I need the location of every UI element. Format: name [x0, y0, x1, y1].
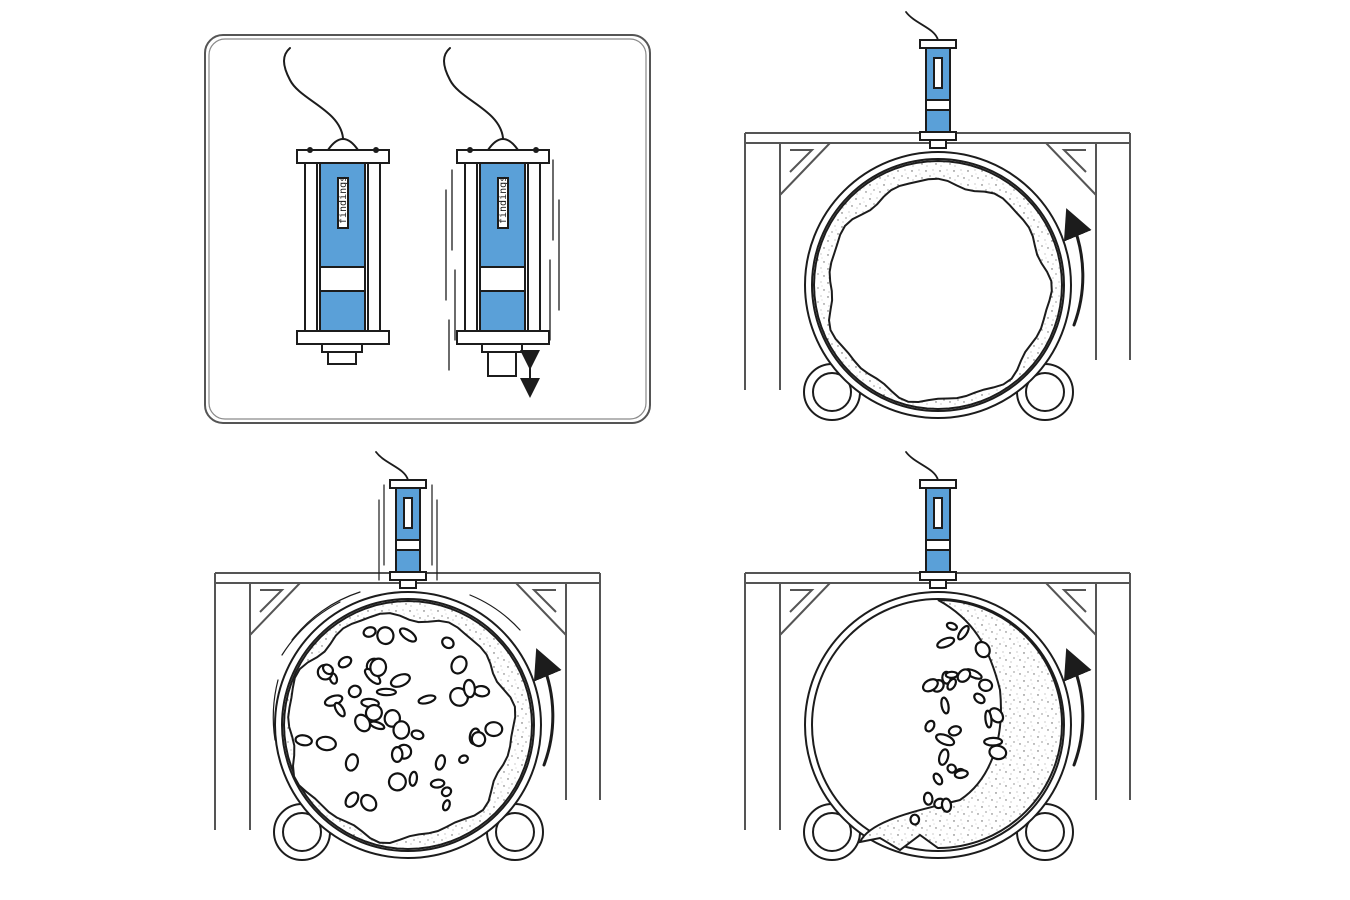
chunk: [935, 733, 956, 747]
chunk: [398, 627, 418, 643]
cable-icon: [375, 451, 409, 481]
vibrator-active: findings: [443, 47, 560, 398]
chunk: [347, 684, 362, 699]
drum-stage-2: [214, 451, 601, 861]
chunk: [441, 799, 451, 812]
chunk: [294, 734, 313, 747]
inset-border: [204, 34, 651, 424]
material-buildup: [812, 159, 1064, 411]
device-brand-label: findings: [338, 176, 349, 224]
chunk: [945, 621, 958, 631]
curved-arrow-icon: [1063, 208, 1092, 327]
vibrator-mounted: [905, 451, 957, 589]
chunk: [909, 813, 921, 826]
chunk: [337, 655, 353, 669]
chunk: [973, 692, 986, 705]
chunk: [937, 748, 950, 766]
chunk: [936, 636, 956, 649]
chunk: [922, 791, 934, 806]
loosened-chunks: [294, 626, 504, 812]
chunk: [321, 663, 335, 676]
drum-stage-1: [744, 11, 1131, 421]
loosened-chunks: [909, 621, 1008, 826]
chunk: [434, 754, 447, 771]
chunk: [360, 793, 378, 812]
chunk: [429, 778, 446, 789]
drum-stage-3: [744, 451, 1131, 861]
curved-arrow-icon: [1063, 648, 1092, 767]
chunk: [974, 640, 991, 659]
chunk: [408, 770, 419, 787]
chunk: [940, 696, 950, 715]
chunk: [364, 703, 383, 722]
chunk: [978, 678, 994, 692]
chunk: [924, 719, 936, 733]
chunk: [983, 736, 1004, 747]
cable-icon: [443, 47, 504, 139]
chunk: [389, 673, 411, 688]
chunk: [375, 687, 397, 697]
chunk: [390, 746, 404, 763]
chunk: [315, 735, 337, 752]
chunk: [932, 772, 944, 786]
chunk: [944, 670, 959, 679]
chunk: [473, 684, 491, 698]
chunk: [440, 786, 453, 798]
curved-arrow-icon: [533, 648, 562, 767]
chunk: [333, 701, 346, 718]
chunk: [940, 797, 953, 813]
material-buildup: [858, 599, 1063, 852]
chunk: [369, 720, 386, 731]
vibrator-idle: findings: [283, 47, 390, 365]
chunk: [953, 769, 969, 780]
chunk: [417, 694, 437, 705]
vibration-lines: [445, 159, 560, 371]
chunk: [957, 624, 970, 641]
chunk: [484, 721, 504, 738]
chunk: [984, 709, 993, 729]
chunk: [387, 772, 407, 792]
vibrator-mounted: [905, 11, 957, 149]
chunk: [946, 763, 957, 774]
chunk: [921, 678, 939, 693]
chunk: [376, 626, 395, 646]
cable-icon: [905, 451, 939, 481]
chunk: [392, 720, 411, 740]
inset-panel: findings findings: [204, 34, 651, 424]
chunk: [369, 657, 388, 678]
chunk: [470, 731, 487, 748]
chunk: [458, 754, 469, 765]
vibrator-mounted: [375, 451, 438, 589]
chunk: [344, 791, 360, 809]
chunk: [441, 636, 455, 650]
cable-icon: [905, 11, 939, 41]
chunk: [988, 744, 1008, 761]
chunk: [947, 725, 962, 737]
chunk: [450, 655, 468, 675]
chunk: [462, 678, 476, 699]
chunk: [946, 677, 958, 691]
chunk: [362, 626, 377, 638]
chunk: [344, 753, 360, 772]
device-brand-label: findings: [498, 176, 509, 224]
cable-icon: [283, 47, 344, 139]
vibration-lines: [272, 591, 521, 741]
chunk: [956, 668, 972, 683]
chunk: [410, 729, 425, 741]
